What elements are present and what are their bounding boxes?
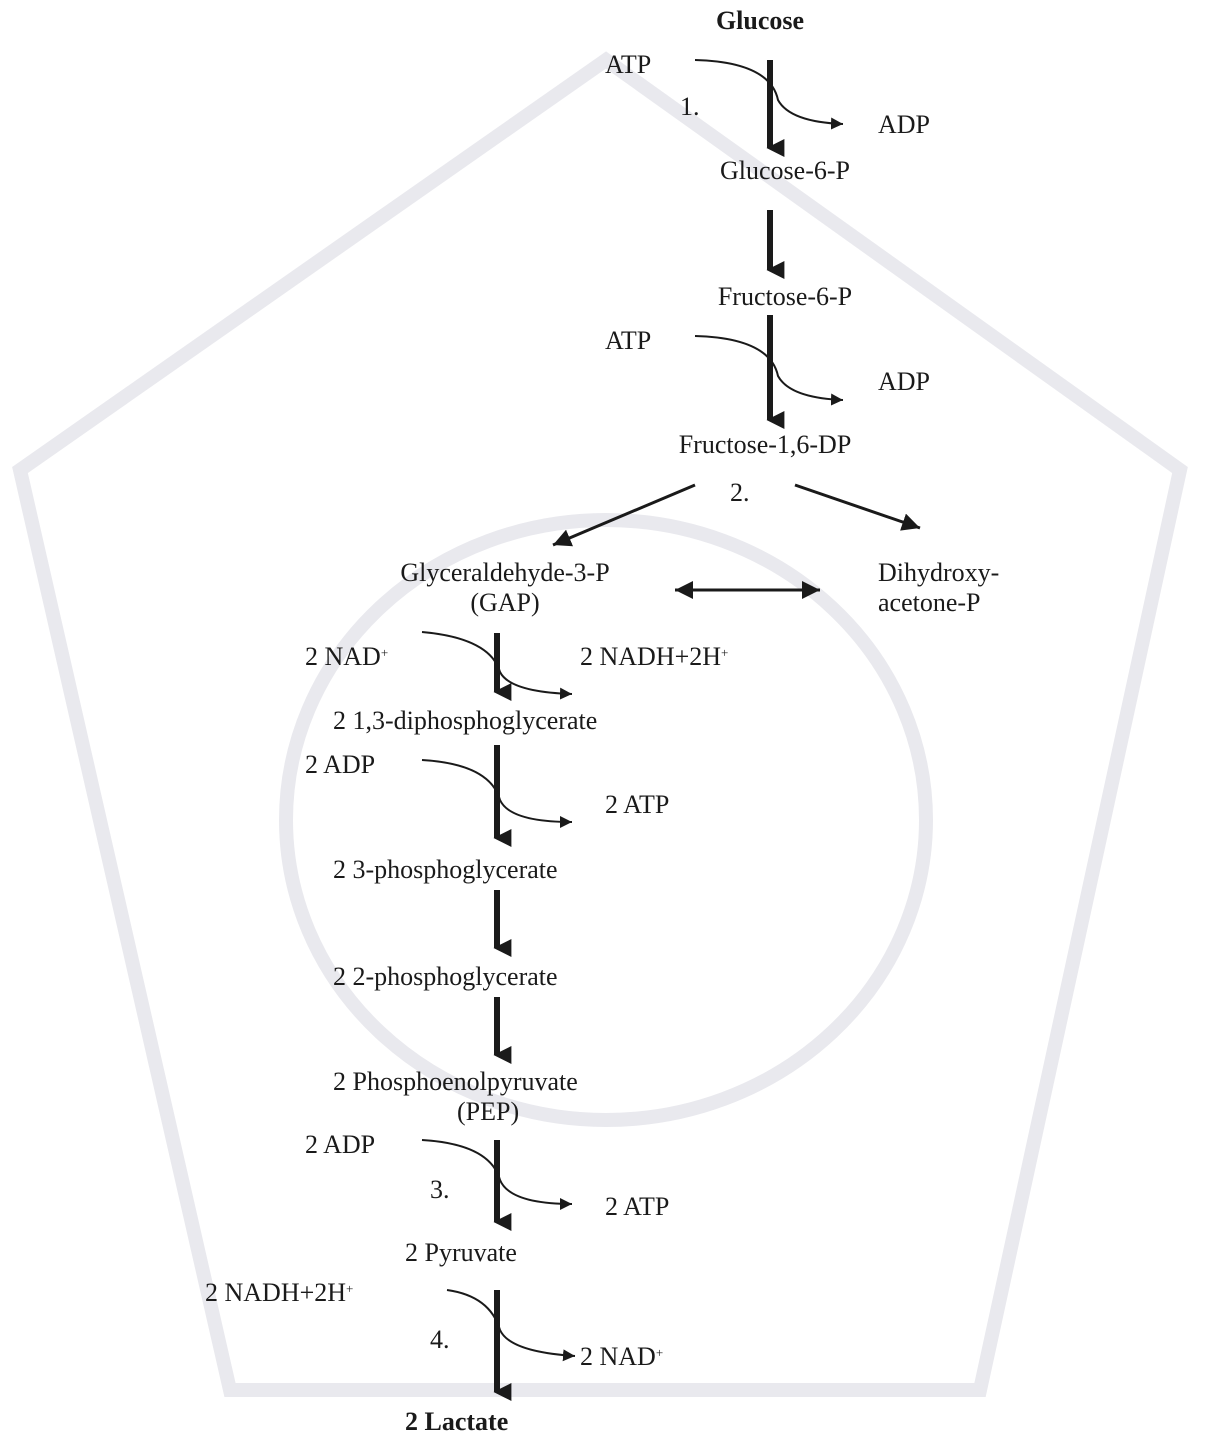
compound-gap-abbrev: (GAP) [470,588,540,617]
step-1: 1. [680,92,700,121]
compound-dhap-line1: Dihydroxy- [878,558,1000,587]
compound-3-phosphoglycerate: 2 3-phosphoglycerate [333,855,558,884]
compound-pep: 2 Phosphoenolpyruvate (PEP) [333,1067,578,1127]
step-3: 3. [430,1175,450,1204]
compound-2-phosphoglycerate: 2 2-phosphoglycerate [333,962,558,991]
cofactor-nad-in: 2 NAD+ [305,642,388,672]
compound-gap-name: Glyceraldehyde-3-P [400,558,610,587]
compound-lactate: 2 Lactate [405,1407,509,1436]
compound-fructose-1-6-dp: Fructose-1,6-DP [678,430,852,459]
curve-atp-adp-2 [694,335,844,406]
step-2: 2. [730,478,750,507]
compound-fructose-6-p: Fructose-6-P [717,282,853,311]
cofactor-atp-in-2: ATP [605,326,652,355]
cofactor-adp-in-4: 2 ADP [305,1130,376,1159]
arrow-f16dp-dhap [794,483,921,531]
cofactor-atp-out-4: 2 ATP [605,1192,670,1221]
cofactor-nadh-in-text: 2 NADH+2H [205,1278,347,1307]
cofactor-nad-in-charge: + [380,645,389,660]
cofactor-nad-out: 2 NAD+ [580,1342,663,1372]
cofactor-nad-out-charge: + [655,1345,664,1360]
cofactor-adp-out-1: ADP [878,110,931,139]
cofactor-nadh-out: 2 NADH+2H+ [580,642,728,672]
cofactor-adp-in-3: 2 ADP [305,750,376,779]
cofactor-nad-in-text: 2 NAD [305,642,381,671]
curve-nad-nadh [421,631,573,700]
cofactor-nadh-in-charge: + [346,1281,354,1296]
compound-dhap: Dihydroxy- acetone-P [878,558,999,618]
curve-atp-adp-1 [694,59,844,130]
compound-pep-name: 2 Phosphoenolpyruvate [333,1067,578,1096]
compound-glucose-6-p: Glucose-6-P [720,156,850,185]
step-4: 4. [430,1325,450,1354]
cofactor-atp-out-3: 2 ATP [605,790,670,819]
curve-adp-atp-1 [421,759,573,828]
cofactor-nadh-out-text: 2 NADH+2H [580,642,722,671]
curve-adp-atp-2 [421,1139,573,1210]
compound-dhap-line2: acetone-P [878,588,981,617]
compound-1-3-diphosphoglycerate: 2 1,3-diphosphoglycerate [333,706,598,735]
cofactor-adp-out-2: ADP [878,367,931,396]
cofactor-nad-out-text: 2 NAD [580,1342,656,1371]
arrow-f16dp-gap [552,483,696,547]
cofactor-nadh-in: 2 NADH+2H+ [205,1278,353,1308]
compound-glucose: Glucose [715,6,805,35]
cofactor-atp-in-1: ATP [605,50,652,79]
compound-pep-abbrev: (PEP) [457,1097,520,1126]
cofactor-nadh-out-charge: + [721,645,729,660]
compound-pyruvate: 2 Pyruvate [405,1238,517,1267]
curve-nadh-nad [446,1289,576,1362]
compound-gap: Glyceraldehyde-3-P (GAP) [360,558,650,618]
